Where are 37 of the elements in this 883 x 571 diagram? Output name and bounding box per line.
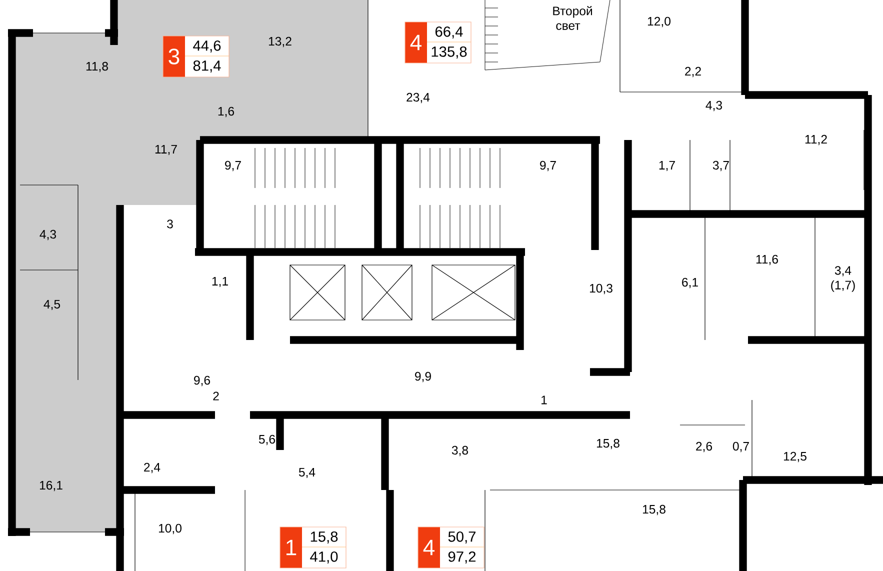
- area-label: 13,2: [268, 36, 292, 48]
- area-label: 1,6: [218, 106, 234, 118]
- area-label: 2: [213, 392, 219, 400]
- area-label: 15,8: [596, 438, 620, 450]
- area-label: 3: [167, 220, 173, 228]
- area-label: 23,4: [406, 92, 430, 104]
- area-label: 16,1: [40, 480, 62, 492]
- area-label: Второй свет: [553, 6, 592, 30]
- area-label: 12,5: [784, 452, 806, 462]
- area-label: 5,6: [258, 434, 276, 446]
- area-label: 6,1: [682, 278, 698, 288]
- area-label: 1,1: [212, 276, 228, 288]
- area-label: 10,0: [158, 524, 182, 534]
- area-label: 4,3: [40, 230, 56, 240]
- area-label: 11,6: [756, 254, 778, 266]
- area-label: 2,4: [144, 462, 160, 474]
- area-label: 1: [542, 396, 547, 404]
- area-label: 3,4 (1,7): [831, 266, 855, 292]
- area-label: 3,7: [712, 160, 729, 172]
- area-label: 2,6: [696, 442, 712, 452]
- area-label: 11,8: [86, 62, 108, 72]
- area-label: 0,7: [732, 442, 749, 452]
- area-label: 11,2: [805, 134, 827, 146]
- area-label: 2,2: [685, 66, 701, 78]
- area-label: 1,7: [659, 160, 675, 172]
- area-label: 15,8: [642, 504, 666, 516]
- area-label: 9,7: [540, 160, 556, 172]
- area-label: 5,4: [298, 468, 316, 478]
- area-label: 9,7: [225, 160, 241, 172]
- area-label: 12,0: [648, 16, 670, 28]
- area-label: 4,5: [44, 300, 60, 310]
- area-label: 11,7: [155, 144, 177, 156]
- area-label: 10,3: [590, 284, 612, 294]
- area-label: 4,3: [706, 100, 722, 112]
- area-label: 9,9: [415, 372, 431, 382]
- area-label: 9,6: [194, 376, 210, 386]
- area-label: 3,8: [452, 446, 468, 456]
